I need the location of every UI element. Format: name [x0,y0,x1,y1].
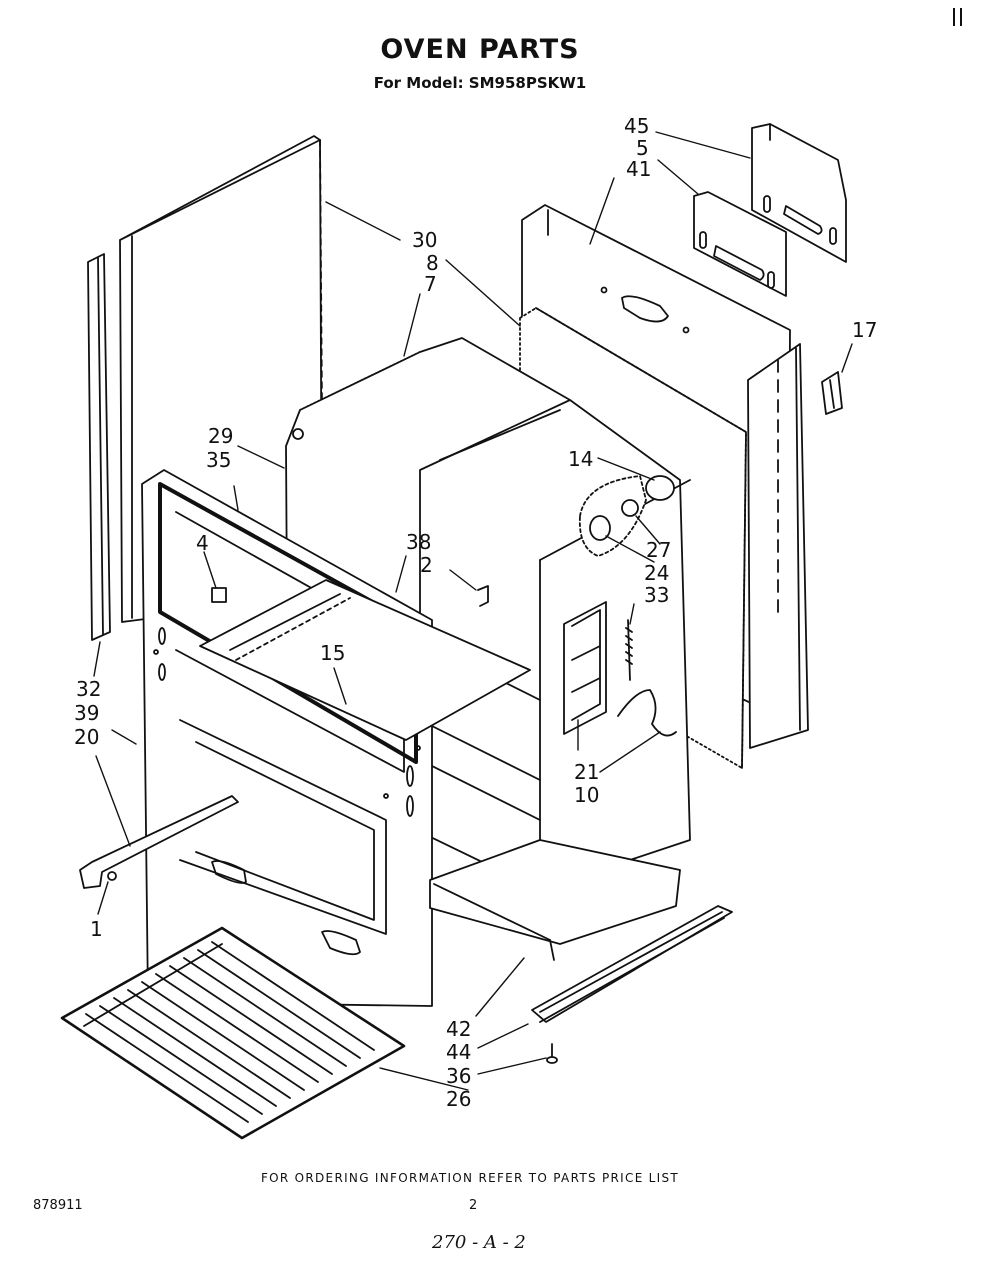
callout-26: 26 [446,1087,472,1111]
callout-36: 36 [446,1064,472,1088]
callout-7: 7 [424,272,437,296]
callout-45: 45 [624,114,650,138]
oven-rack [60,926,406,1140]
side-rail-20 [79,795,239,889]
callout-39: 39 [74,701,100,725]
callout-33: 33 [644,583,670,607]
screw-36 [546,1043,558,1064]
document-number: 878911 [33,1198,83,1213]
page-title: OVEN PARTS [380,34,580,65]
spring-33 [625,619,633,681]
callout-5: 5 [636,136,649,160]
clip-4 [211,587,227,603]
page-edge-mark [953,8,962,26]
callout-35: 35 [206,448,232,472]
callout-41: 41 [626,157,652,181]
callout-8: 8 [426,251,439,275]
callout-44: 44 [446,1040,472,1064]
wire-21 [617,689,677,737]
callout-4: 4 [196,531,209,555]
callout-21: 21 [574,760,600,784]
bottom-tray [429,839,681,961]
bracket-17 [821,371,843,415]
model-line: For Model: SM958PSKW1 [373,74,587,92]
ordering-info-note: FOR ORDERING INFORMATION REFER TO PARTS … [260,1171,680,1185]
handwritten-code: 270 - A - 2 [432,1232,526,1253]
leader-lines [93,131,853,1091]
callout-42: 42 [446,1017,472,1041]
callout-20: 20 [74,725,100,749]
right-side-channel [747,343,809,749]
side-duct-window [563,601,607,735]
callout-24: 24 [644,561,670,585]
light-socket-assembly [578,475,675,557]
callout-15: 15 [320,641,346,665]
callout-14: 14 [568,447,594,471]
callout-17: 17 [852,318,878,342]
plate-5 [693,191,787,297]
bake-element [531,905,733,1023]
page-number: 2 [469,1198,478,1213]
callout-30: 30 [412,228,438,252]
front-trim-strip [87,253,111,641]
callout-1: 1 [90,917,103,941]
callout-27: 27 [646,538,672,562]
callout-38: 38 [406,530,432,554]
callout-32: 32 [76,677,102,701]
callout-29: 29 [208,424,234,448]
callout-2: 2 [420,553,433,577]
callout-10: 10 [574,783,600,807]
bracket-2 [477,585,489,607]
inner-shelf [199,579,531,741]
plate-45 [751,123,847,263]
